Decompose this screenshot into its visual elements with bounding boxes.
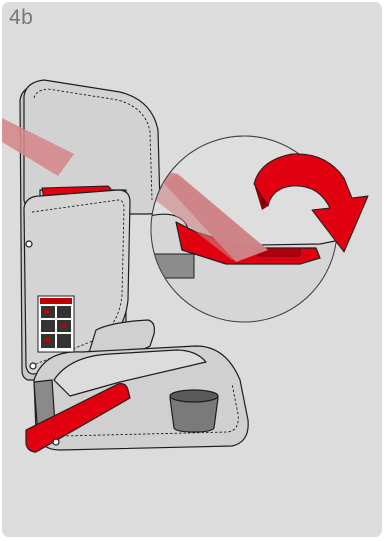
isofix-dot	[30, 363, 36, 369]
detail-dark-block	[150, 254, 194, 278]
isofix-dot	[53, 439, 59, 445]
isofix-dot	[26, 241, 32, 247]
warning-sticker	[38, 296, 74, 352]
cup-holder-rim	[170, 390, 218, 402]
